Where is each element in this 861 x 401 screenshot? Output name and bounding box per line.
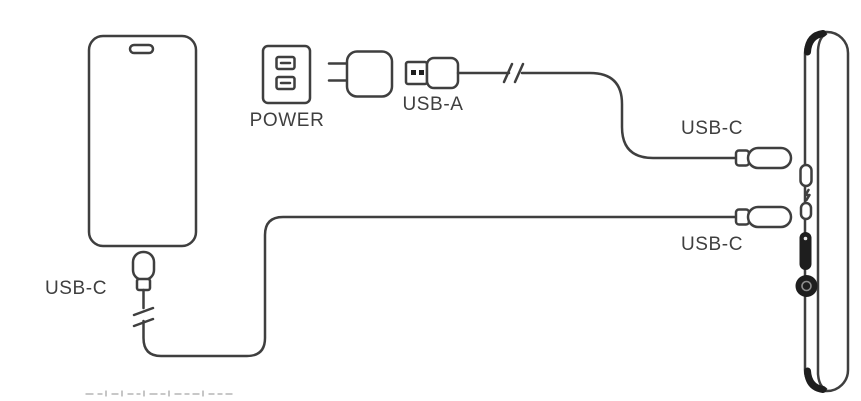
usb-a-connector-icon bbox=[404, 56, 460, 90]
label-usb-c-bottom: USB-C bbox=[681, 234, 743, 255]
display-bottom-cap bbox=[804, 367, 827, 393]
smartphone-icon bbox=[87, 34, 198, 248]
display-top-cap bbox=[804, 30, 827, 56]
phone-body bbox=[87, 34, 198, 248]
usb-c-boot bbox=[135, 277, 152, 292]
usb-c-plug-body bbox=[746, 205, 793, 229]
usb-c-connector-phone-icon bbox=[131, 250, 156, 292]
cable-usb-a-to-usb-c bbox=[456, 62, 738, 160]
fine-print-marks bbox=[85, 390, 233, 397]
pen-display-side-view bbox=[795, 30, 850, 393]
power-button bbox=[799, 232, 812, 270]
power-outlet-icon bbox=[261, 44, 312, 105]
label-usb-c-top: USB-C bbox=[681, 118, 743, 139]
cable-usb-c-to-usb-c bbox=[132, 215, 737, 358]
usb-c-connector-top-icon bbox=[734, 146, 793, 170]
outlet-plate bbox=[261, 44, 312, 105]
cable-break-marks bbox=[132, 306, 155, 328]
label-usb-a: USB-A bbox=[402, 94, 463, 115]
charger-body bbox=[345, 50, 394, 98]
usb-c-plug-body bbox=[746, 146, 793, 170]
phone-speaker bbox=[128, 43, 155, 55]
power-led bbox=[803, 236, 808, 241]
usb-a-plug-body bbox=[425, 56, 460, 90]
cable-break-marks bbox=[502, 62, 525, 84]
label-usb-c-phone: USB-C bbox=[45, 278, 107, 299]
usb-c-connector-bottom-icon bbox=[734, 205, 793, 229]
usb-c-plug-body bbox=[131, 250, 156, 282]
label-power: POWER bbox=[250, 110, 325, 131]
lightning-bolt-icon bbox=[804, 188, 811, 202]
usb-c-port-2 bbox=[799, 201, 813, 221]
usb-c-port-1 bbox=[799, 163, 813, 188]
wall-charger-icon bbox=[327, 50, 394, 98]
dial-knob bbox=[795, 275, 818, 297]
